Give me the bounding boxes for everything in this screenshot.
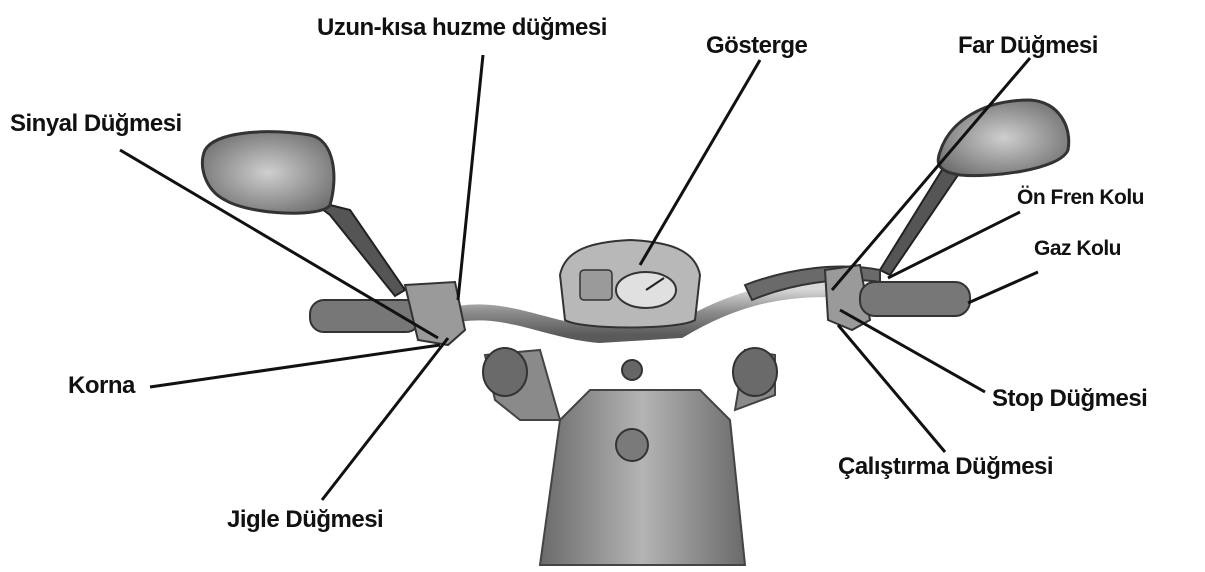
leader-gosterge: [640, 60, 760, 265]
label-jigle-dugmesi: Jigle Düğmesi: [227, 508, 383, 532]
right-knob: [733, 348, 777, 396]
label-gaz-kolu: Gaz Kolu: [1034, 238, 1121, 259]
leader-uzun-kisa: [458, 55, 483, 300]
left-knob: [483, 348, 527, 396]
label-calistirma-dugmesi: Çalıştırma Düğmesi: [838, 455, 1053, 479]
label-far-dugmesi: Far Düğmesi: [958, 34, 1098, 58]
front-body: [540, 390, 745, 565]
label-sinyal-dugmesi: Sinyal Düğmesi: [10, 112, 182, 136]
gauge-warning-lights: [580, 270, 612, 300]
label-uzun-kisa-huzme: Uzun-kısa huzme düğmesi: [317, 16, 607, 40]
leader-korna: [150, 345, 440, 387]
right-mirror: [938, 100, 1069, 176]
label-on-fren-kolu: Ön Fren Kolu: [1017, 187, 1144, 208]
label-gosterge: Gösterge: [706, 34, 807, 58]
label-stop-dugmesi: Stop Düğmesi: [992, 387, 1147, 411]
right-grip: [860, 282, 970, 316]
label-korna: Korna: [68, 374, 135, 398]
left-mirror-stem: [310, 200, 405, 296]
leader-gaz: [968, 272, 1038, 303]
leader-jigle: [322, 338, 448, 500]
center-bolt: [616, 429, 648, 461]
stem-nut: [622, 360, 642, 380]
left-mirror: [202, 132, 334, 213]
leader-calistirma: [838, 325, 945, 452]
